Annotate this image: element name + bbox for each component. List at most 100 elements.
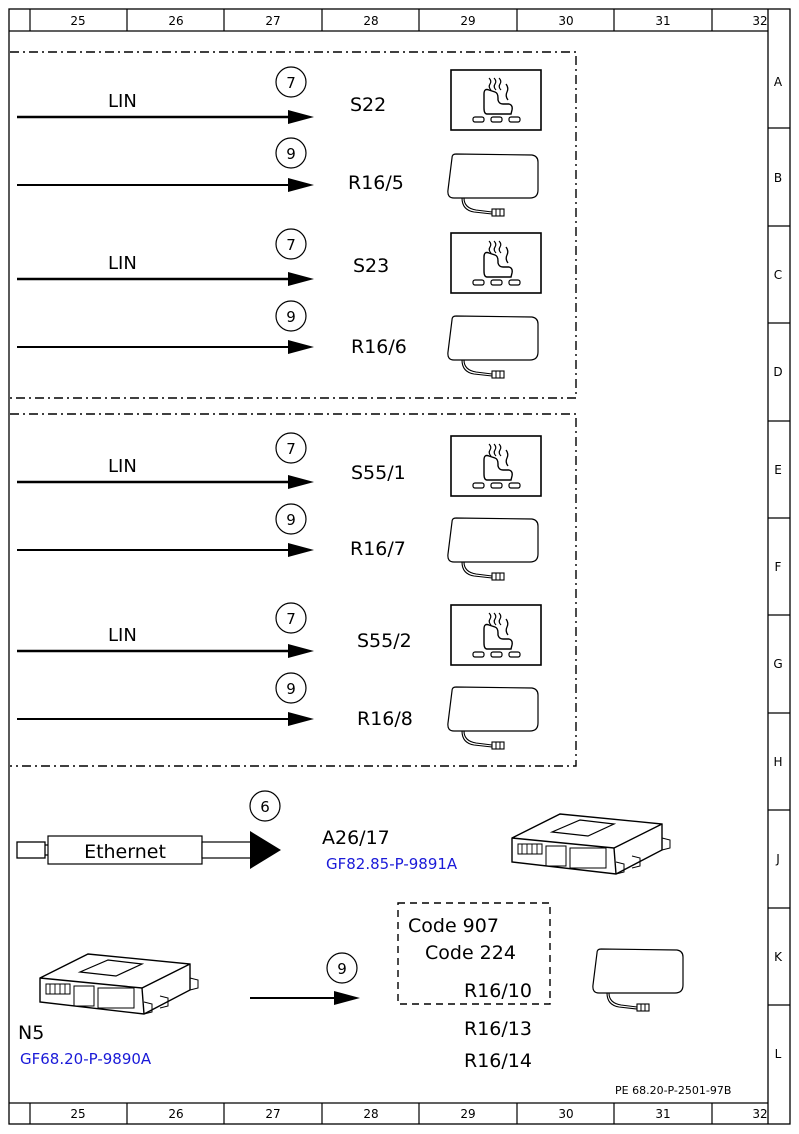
row-letter: E [774, 463, 782, 477]
n5-connection: N5 GF68.20-P-9890A 9 [18, 952, 360, 1068]
ethernet-connection: Ethernet 6 A26/17 GF82.85-P-9891A [16, 790, 671, 875]
component-label: R16/14 [464, 1050, 532, 1072]
seat-heater-switch-icon [450, 69, 542, 131]
component-label: S55/1 [351, 462, 406, 484]
drawing-reference: PE 68.20-P-2501-97B [615, 1084, 731, 1097]
col-number: 30 [558, 14, 573, 28]
col-number: 30 [558, 1107, 573, 1121]
signal-row-s55-2: LIN 7 S55/2 [17, 602, 542, 666]
col-number: 26 [168, 1107, 183, 1121]
connector-number: 9 [286, 145, 296, 163]
component-label: R16/7 [350, 538, 406, 560]
bus-label: LIN [108, 91, 137, 112]
col-number: 25 [70, 14, 85, 28]
col-number: 26 [168, 14, 183, 28]
col-number: 31 [655, 14, 670, 28]
row-letter: A [774, 75, 783, 89]
arrow-head-icon [288, 712, 314, 726]
connector-number: 7 [286, 440, 296, 458]
code-box [397, 902, 551, 1005]
arrow-head-icon [288, 543, 314, 557]
arrow-head-icon [288, 272, 314, 286]
col-number: 32 [752, 1107, 767, 1121]
connector-number: 9 [286, 511, 296, 529]
connector-number: 9 [286, 308, 296, 326]
arrow-head-icon [288, 178, 314, 192]
row-letter: L [775, 1047, 782, 1061]
connector-circle [275, 300, 307, 332]
connector-circle [275, 503, 307, 535]
row-letter: B [774, 171, 782, 185]
control-module-icon [39, 953, 199, 1015]
column-dividers [29, 9, 713, 1124]
seat-heater-switch-icon [450, 435, 542, 497]
connector-number: 7 [286, 236, 296, 254]
connector-circle [275, 137, 307, 169]
connector-number: 6 [260, 798, 270, 816]
seat-heating-mat-icon [447, 153, 539, 217]
row-letter: G [773, 657, 782, 671]
connector-circle [275, 602, 307, 634]
arrow-head-icon [288, 110, 314, 124]
connector-circle [326, 952, 358, 984]
bus-label: LIN [108, 625, 137, 646]
connector-number: 7 [286, 610, 296, 628]
component-label: N5 [18, 1022, 44, 1044]
row-letter: H [773, 755, 782, 769]
group-front-seats: LIN 7 S22 9 R16/5 LIN 7 S23 9 [17, 66, 542, 379]
connector-number: 7 [286, 74, 296, 92]
arrow-head-icon [334, 991, 360, 1005]
reference-link[interactable]: GF82.85-P-9891A [326, 855, 458, 873]
row-letter: K [774, 950, 783, 964]
connector-number: 9 [286, 680, 296, 698]
signal-row-r16-8: 9 R16/8 [17, 672, 539, 750]
bus-label: LIN [108, 253, 137, 274]
arrow-head-icon [288, 475, 314, 489]
code-group: Code 907 Code 224 R16/10 R16/13 R16/14 [397, 902, 684, 1072]
connector-circle [249, 790, 281, 822]
seat-heating-mat-icon [447, 315, 539, 379]
row-letter: C [774, 268, 782, 282]
row-letters: A B C D E F G H J K L [773, 75, 783, 1061]
connector-circle [275, 432, 307, 464]
bottom-column-numbers: 25 26 27 28 29 30 31 32 [70, 1107, 767, 1121]
col-number: 27 [265, 1107, 280, 1121]
arrow-head-icon [288, 644, 314, 658]
seat-heating-mat-icon [592, 948, 684, 1012]
code-label: Code 224 [425, 942, 516, 964]
col-number: 31 [655, 1107, 670, 1121]
connector-number: 9 [337, 960, 347, 978]
seat-heating-mat-icon [447, 517, 539, 581]
col-number: 25 [70, 1107, 85, 1121]
col-number: 29 [460, 1107, 475, 1121]
control-module-icon [511, 813, 671, 875]
drawing-frame [8, 8, 791, 1125]
bus-label: LIN [108, 456, 137, 477]
component-label: R16/6 [351, 336, 407, 358]
arrow-head-icon [288, 340, 314, 354]
col-number: 32 [752, 14, 767, 28]
reference-link[interactable]: GF68.20-P-9890A [20, 1050, 152, 1068]
component-label: A26/17 [322, 827, 390, 849]
col-number: 27 [265, 14, 280, 28]
group-rear-seats: LIN 7 S55/1 9 R16/7 LIN 7 S55/2 [17, 432, 542, 750]
connector-circle [275, 66, 307, 98]
seat-heater-switch-icon [450, 604, 542, 666]
signal-row-r16-6: 9 R16/6 [17, 300, 539, 379]
arrow-head-icon [250, 831, 281, 869]
signal-row-s22: LIN 7 S22 [17, 66, 542, 131]
component-label: R16/13 [464, 1018, 532, 1040]
col-number: 28 [363, 14, 378, 28]
component-label: R16/5 [348, 172, 404, 194]
col-number: 28 [363, 1107, 378, 1121]
component-label: R16/10 [464, 980, 532, 1002]
row-dividers [768, 127, 790, 1006]
signal-row-r16-7: 9 R16/7 [17, 503, 539, 581]
signal-row-s23: LIN 7 S23 [17, 228, 542, 294]
component-label: S23 [353, 255, 389, 277]
top-column-numbers: 25 26 27 28 29 30 31 32 [70, 14, 767, 28]
connector-circle [275, 228, 307, 260]
connector-circle [275, 672, 307, 704]
row-letter: J [775, 852, 780, 866]
